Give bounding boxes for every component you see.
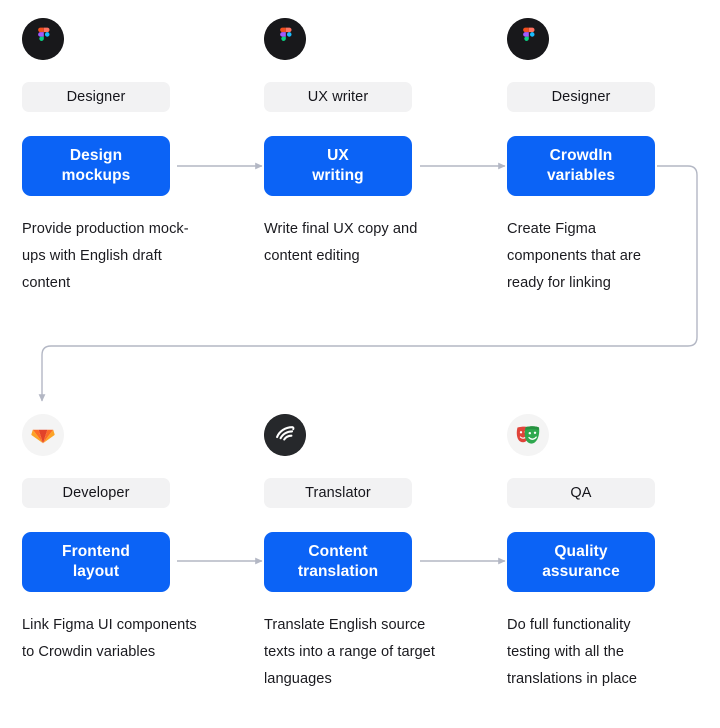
role-label-ux-writer: UX writer [264, 82, 412, 112]
role-label-qa: QA [507, 478, 655, 508]
figma-icon [264, 18, 306, 60]
role-label-translator: Translator [264, 478, 412, 508]
crowdin-icon [264, 414, 306, 456]
role-label-designer: Designer [507, 82, 655, 112]
stage-description: Provide production mock-ups with English… [22, 221, 189, 291]
figma-icon [22, 18, 64, 60]
gitlab-icon [22, 414, 64, 456]
theater-masks-icon [507, 414, 549, 456]
stage-description: Link Figma UI components to Crowdin vari… [22, 617, 197, 660]
role-label-developer: Developer [22, 478, 170, 508]
figma-icon [507, 18, 549, 60]
stage-description: Write final UX copy and content editing [264, 221, 418, 264]
stage-description: Translate English source texts into a ra… [264, 617, 435, 687]
stage-description: Create Figma components that are ready f… [507, 221, 641, 291]
stage-description: Do full functionality testing with all t… [507, 617, 638, 687]
role-label-designer: Designer [22, 82, 170, 112]
